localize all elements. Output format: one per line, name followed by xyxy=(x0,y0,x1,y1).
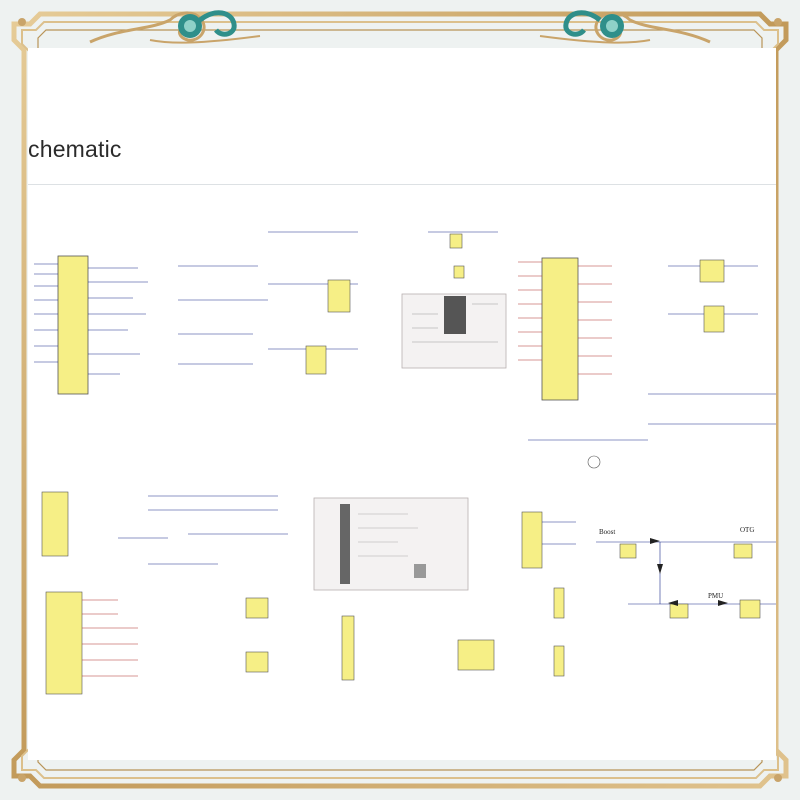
chip-u10 xyxy=(45,591,83,695)
power-rails-top xyxy=(178,231,498,365)
chip-u7 xyxy=(699,259,725,283)
connector-j1 xyxy=(341,615,355,681)
connector-j2 xyxy=(553,645,565,677)
corner-ornament-icon xyxy=(18,18,782,782)
rails-middle xyxy=(118,495,288,565)
chip-pmu xyxy=(669,603,689,619)
chip-u6 xyxy=(518,257,612,401)
module-box-2 xyxy=(313,497,469,591)
schematic-image: Boost OTG PMU xyxy=(34,231,776,695)
chip-u12 xyxy=(245,651,269,673)
pmu-label: PMU xyxy=(708,592,723,600)
chip-u2 xyxy=(327,279,351,313)
chip-u5 xyxy=(453,265,465,279)
page-title: chematic xyxy=(28,136,122,162)
chip-u1 xyxy=(34,255,148,395)
chip-u11 xyxy=(245,597,269,619)
chip-pmu-2 xyxy=(739,599,761,619)
rails-right-middle xyxy=(542,521,776,605)
chip-u4 xyxy=(449,233,463,249)
module-box-1 xyxy=(401,293,507,369)
otg-label: OTG xyxy=(740,526,754,534)
content-panel: chematic xyxy=(28,48,776,760)
chip-u8 xyxy=(703,305,725,333)
direction-arrows xyxy=(650,538,728,606)
ornament-left-icon xyxy=(89,10,261,44)
connector-j3 xyxy=(553,587,565,619)
chip-u3 xyxy=(305,345,327,375)
chip-u14 xyxy=(457,639,495,671)
chip-otg xyxy=(733,543,753,559)
title-divider xyxy=(28,184,776,185)
chip-boost xyxy=(619,543,637,559)
transistor-q1 xyxy=(587,455,601,469)
ornament-right-icon xyxy=(539,10,711,44)
chip-u13 xyxy=(521,511,543,569)
nets-left-bottom xyxy=(82,599,138,677)
chip-u9 xyxy=(41,491,69,557)
boost-label: Boost xyxy=(599,528,615,536)
